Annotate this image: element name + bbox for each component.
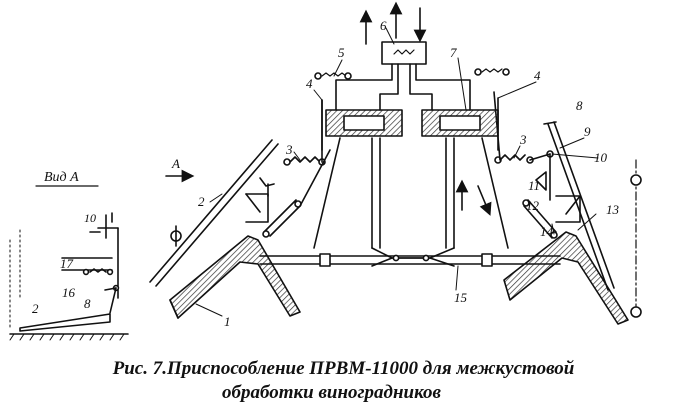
label-12: 12 (526, 198, 540, 213)
label-3-right: 3 (519, 132, 527, 147)
label-3-left: 3 (285, 142, 293, 157)
label-16: 16 (62, 285, 76, 300)
label-10-inset: 10 (84, 211, 96, 225)
label-2-inset: 2 (32, 301, 39, 316)
label-7: 7 (450, 45, 457, 60)
label-4-right: 4 (534, 68, 541, 83)
part-labels: Вид А А 1 2 2 3 3 4 4 5 6 7 8 8 9 10 10 … (32, 18, 620, 329)
label-8-main: 8 (576, 98, 583, 113)
view-a-title: Вид А (44, 170, 79, 185)
label-15: 15 (454, 290, 468, 305)
label-10-main: 10 (594, 150, 608, 165)
label-4-left: 4 (306, 76, 313, 91)
view-a-inset (9, 185, 129, 341)
central-frame (165, 1, 561, 267)
label-11: 11 (528, 178, 540, 193)
label-5: 5 (338, 45, 345, 60)
figure-caption-line1: Рис. 7.Приспособление ПРВМ-11000 для меж… (112, 358, 575, 379)
label-17: 17 (60, 256, 74, 271)
label-1: 1 (224, 314, 231, 329)
label-14: 14 (540, 224, 554, 239)
figure-caption-line2: обработки виноградников (222, 382, 441, 403)
label-2: 2 (198, 194, 205, 209)
left-working-unit (149, 99, 331, 319)
arrow-a-label: А (171, 156, 180, 171)
label-8-inset: 8 (84, 296, 91, 311)
right-working-unit (493, 91, 642, 325)
label-9: 9 (584, 124, 591, 139)
label-6: 6 (380, 18, 387, 33)
label-13: 13 (606, 202, 620, 217)
leader-lines (195, 27, 599, 317)
